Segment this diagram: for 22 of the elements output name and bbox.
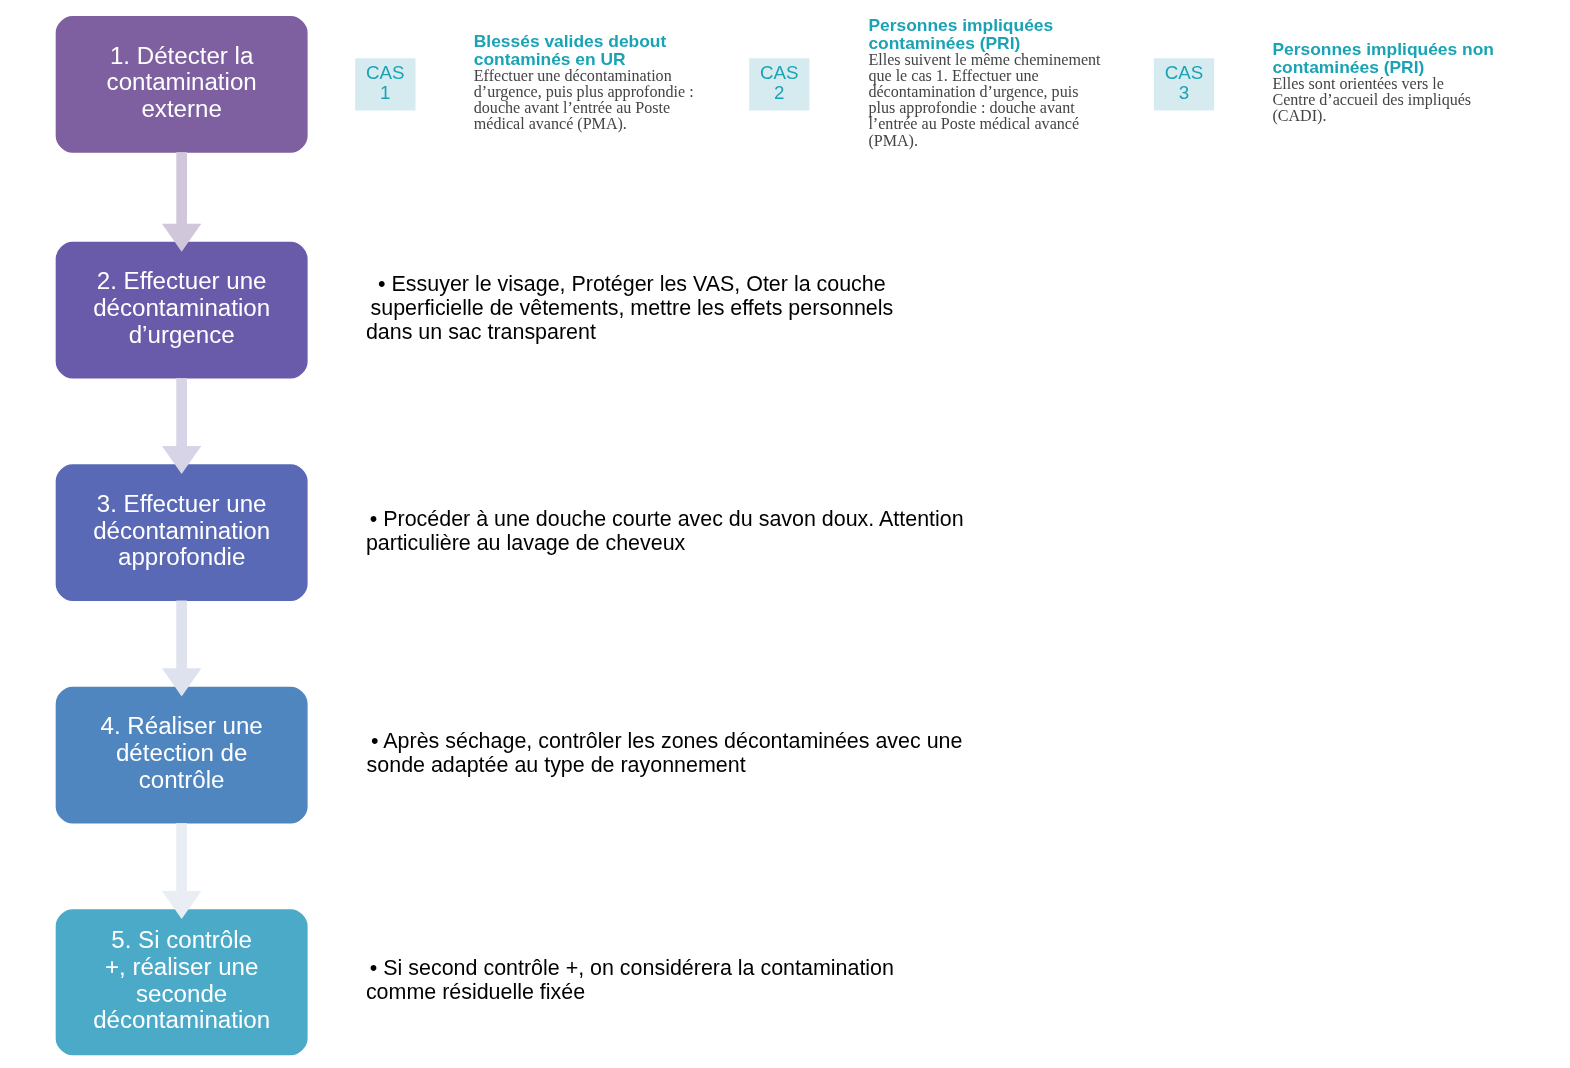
node-box: 3. Effectuer une décontamination approfondie [55, 464, 308, 601]
node-label: • Essuyer le visage, Protéger les VAS, Oter la couche superficielle de vêtements, mettre les effets personnels dans un sac transparent [365, 272, 894, 345]
arrow [161, 600, 202, 697]
node-label: • Après séchage, contrôler les zones décontaminées avec une sonde adaptée au type de rayonnement [366, 729, 963, 778]
arrow [161, 152, 202, 252]
node-box: CAS 1 [355, 58, 416, 111]
node-box: 5. Si contrôle +, réaliser une seconde décontamination [55, 909, 308, 1056]
node-label: Personnes impliquées non contaminées (PRI) [1272, 39, 1494, 77]
node-box: CAS 3 [1153, 58, 1215, 111]
node-label: Blessés valides debout contaminés en UR [473, 31, 667, 69]
node-label: • Procéder à une douche courte avec du savon doux. Attention particulière au lavage de cheveux [365, 506, 964, 555]
arrow [161, 823, 202, 920]
node-box: 2. Effectuer une décontamination d’urgence [55, 241, 308, 379]
node-label: Elles suivent le même cheminement que le cas 1. Effectuer une décontamination d’urgence, puis plus approfondie : douche avant l’entrée au Poste médical avancé (PMA). [868, 51, 1101, 149]
node-label: Personnes impliquées contaminées (PRI) [868, 15, 1054, 53]
node-label: Elles sont orientées vers le Centre d’accueil des impliqués (CADI). [1272, 75, 1472, 125]
arrow [161, 378, 202, 474]
node-box: 4. Réaliser une détection de contrôle [55, 686, 308, 824]
node-box: 1. Détecter la contamination externe [55, 16, 308, 153]
node-label: • Si second contrôle +, on considérera la contamination comme résiduelle fixée [365, 956, 894, 1005]
node-label: Effectuer une décontamination d’urgence, puis plus approfondie : douche avant l’entrée au Poste médical avancé (PMA). [473, 67, 694, 133]
node-box: CAS 2 [749, 58, 810, 111]
